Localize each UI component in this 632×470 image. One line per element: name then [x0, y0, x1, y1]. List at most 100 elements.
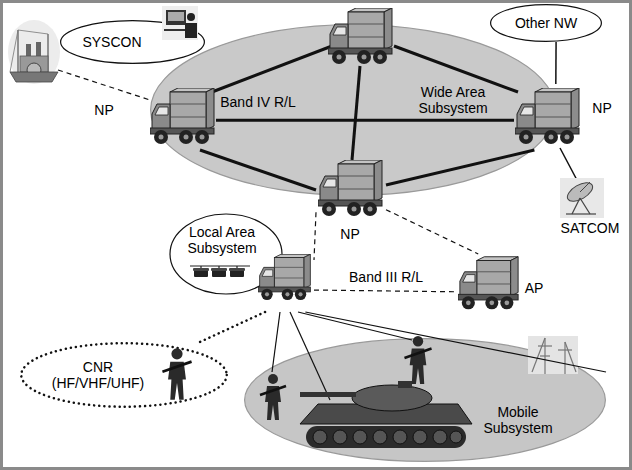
- ship-picture: [18, 30, 48, 34]
- antenna-picture: [532, 338, 545, 372]
- operator-picture: [166, 10, 186, 25]
- free-label: Band IV R/L: [218, 94, 298, 110]
- operator-picture: [164, 29, 188, 31]
- link-line: [200, 312, 265, 342]
- telephone-icons: [211, 268, 227, 271]
- link-line: [305, 312, 606, 372]
- node-label: SYSCON: [82, 34, 141, 50]
- truck-icon: [458, 257, 518, 310]
- truck-icon: [318, 160, 382, 216]
- soldier-figure: [162, 348, 191, 400]
- node-label: NP: [592, 100, 611, 116]
- tank-picture: [306, 426, 466, 448]
- tank-picture: [398, 381, 412, 388]
- tank-picture: [450, 431, 462, 443]
- ship-picture: [10, 30, 18, 72]
- satcom-dish-picture: [580, 198, 590, 214]
- soldier-figure: [260, 374, 286, 420]
- tank-picture: [300, 392, 356, 397]
- ship-picture: [17, 30, 18, 72]
- ship-picture: [36, 42, 41, 56]
- ship-link-line: [58, 70, 150, 100]
- tank-picture: [353, 430, 367, 444]
- node-label: Local Area Subsystem: [181, 224, 263, 256]
- satcom-dish-picture: [580, 182, 590, 192]
- mobile-link-line: [298, 312, 412, 340]
- link-line: [555, 42, 557, 84]
- ellipse-outline: [491, 5, 602, 42]
- antenna-picture: [528, 336, 578, 374]
- tank-picture: [352, 385, 432, 411]
- tank-picture: [313, 430, 327, 444]
- node-label: Other NW: [515, 15, 577, 31]
- ship-picture: [8, 20, 60, 84]
- satcom-dish-picture: [566, 213, 596, 214]
- radio-link-line: [394, 46, 518, 92]
- link-line: [386, 150, 534, 185]
- truck-icon: [258, 254, 310, 300]
- node-label: Mobile Subsystem: [483, 404, 552, 436]
- telephone-icons: [193, 268, 209, 271]
- free-label: SATCOM: [559, 220, 622, 236]
- telephone-icons: [229, 268, 245, 271]
- radio-ellipse: CNR (HF/VHF/UHF): [20, 342, 228, 408]
- link-line: [314, 290, 458, 292]
- telephone-icons: [190, 266, 250, 277]
- node-label: NP: [340, 226, 359, 242]
- link-line: [200, 150, 316, 190]
- satcom-dish-picture: [572, 198, 580, 214]
- antenna-picture: [564, 342, 565, 374]
- ship-picture: [26, 44, 31, 56]
- tank-picture: [393, 430, 407, 444]
- link-label: Band III R/L: [347, 269, 425, 285]
- satcom-dish-picture: [560, 178, 604, 218]
- radio-link-line: [352, 66, 360, 160]
- antenna-picture: [558, 349, 572, 350]
- telephone-icons: [212, 270, 226, 277]
- node-label: NP: [94, 102, 113, 118]
- tank-picture: [373, 430, 387, 444]
- tank-picture: [433, 430, 447, 444]
- mobile-link-line: [272, 312, 280, 372]
- tank-picture: [413, 430, 427, 444]
- operator-picture: [162, 6, 198, 40]
- telephone-icons: [230, 270, 244, 277]
- telephone-icons: [190, 265, 250, 266]
- satcom-dish-picture: [564, 179, 595, 205]
- truck-icon: [328, 8, 392, 64]
- antenna-picture: [528, 336, 578, 374]
- satcom-dish-picture: [560, 178, 604, 218]
- mobile-link-line: [290, 312, 330, 400]
- network-ellipse: Other NW: [490, 4, 602, 42]
- node-label: CNR (HF/VHF/UHF): [52, 359, 145, 391]
- satcom-link-line: [560, 148, 578, 182]
- antenna-picture: [565, 342, 576, 372]
- antenna-picture: [538, 345, 552, 346]
- ellipse-outline: [21, 343, 227, 407]
- operator-picture: [187, 13, 195, 21]
- truck-icon: [150, 88, 214, 144]
- link-line: [386, 210, 478, 254]
- node-label: AP: [525, 280, 544, 296]
- telephone-icons: [194, 270, 208, 277]
- link-line: [216, 119, 514, 122]
- ship-picture: [8, 20, 60, 84]
- operator-picture: [168, 12, 184, 21]
- operator-picture: [185, 23, 197, 38]
- antenna-picture: [540, 355, 550, 356]
- truck-icon: [515, 88, 579, 144]
- ship-picture: [10, 72, 58, 82]
- node-label: Wide Area Subsystem: [412, 84, 494, 116]
- tank-picture: [300, 381, 472, 448]
- tank-picture: [333, 430, 347, 444]
- link-line: [314, 212, 316, 260]
- soldier-figure: [404, 336, 431, 384]
- operator-picture: [162, 6, 198, 40]
- radio-link-line: [212, 46, 332, 92]
